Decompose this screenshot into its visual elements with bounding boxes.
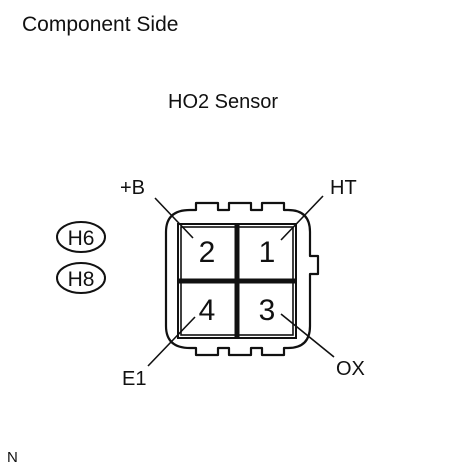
signal-label-pin-4: E1	[122, 368, 146, 390]
page-heading: Component Side	[22, 13, 179, 36]
signal-label-pin-2: +B	[120, 177, 145, 199]
pin-number-4: 4	[199, 294, 216, 327]
leader-line-pin-2	[154, 197, 194, 239]
pin-number-3: 3	[259, 294, 276, 327]
connector-code-h6-label: H6	[68, 227, 95, 250]
pin-number-1: 1	[259, 236, 276, 269]
signal-label-pin-1: HT	[330, 177, 357, 199]
leader-line-pin-3	[280, 313, 335, 358]
connector-code-h6: H6	[56, 221, 106, 253]
leader-line-pin-4	[147, 316, 196, 367]
connector-code-h8: H8	[56, 262, 106, 294]
pin-cavity-block	[177, 223, 297, 339]
connector-name: HO2 Sensor	[168, 91, 279, 113]
connector-code-h8-label: H8	[68, 268, 95, 291]
pin-number-2: 2	[199, 236, 216, 269]
leader-line-pin-1	[280, 195, 324, 241]
footer-code: N	[7, 449, 18, 466]
signal-label-pin-3: OX	[336, 358, 365, 380]
